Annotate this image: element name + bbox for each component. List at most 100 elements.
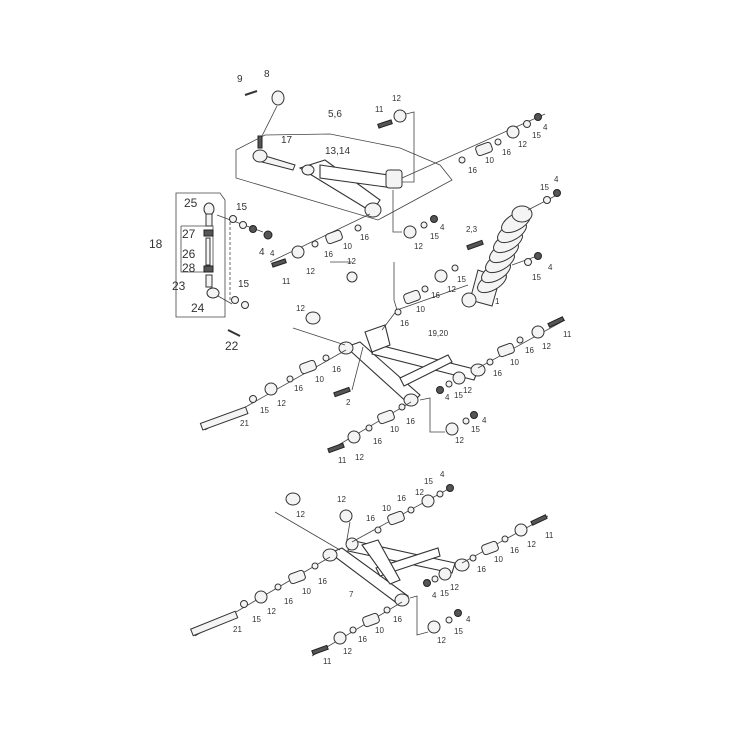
middle-arm-rear-bushing bbox=[403, 393, 419, 407]
label-4: 4 bbox=[554, 175, 559, 184]
nut bbox=[436, 386, 444, 394]
label-4: 4 bbox=[270, 249, 275, 258]
upper-top-bushing bbox=[393, 109, 407, 123]
upper-arm-rear-bushing bbox=[385, 169, 403, 189]
washer bbox=[241, 301, 249, 309]
bushing bbox=[434, 269, 448, 283]
label-10: 10 bbox=[375, 626, 384, 635]
label-16: 16 bbox=[431, 291, 440, 300]
bushing bbox=[333, 631, 347, 645]
bushing bbox=[445, 422, 459, 436]
label-4: 4 bbox=[482, 416, 487, 425]
nut bbox=[446, 484, 454, 492]
label-10: 10 bbox=[485, 156, 494, 165]
spacer bbox=[387, 510, 405, 526]
label-13-14: 13,14 bbox=[325, 146, 350, 157]
nut bbox=[470, 411, 478, 419]
washer bbox=[365, 424, 373, 432]
upper-arm-ball-mount bbox=[301, 164, 315, 176]
label-11: 11 bbox=[338, 456, 347, 465]
tie-rod-end-shaft bbox=[205, 213, 213, 227]
label-15: 15 bbox=[457, 275, 466, 284]
washer bbox=[524, 258, 532, 266]
spacer bbox=[325, 229, 343, 245]
tie-rod-end-bottom bbox=[206, 287, 220, 299]
shock-group: 1 2,3 15 4 15 4 bbox=[461, 175, 561, 308]
tie-rod-shaft bbox=[205, 237, 211, 266]
label-16: 16 bbox=[358, 635, 367, 644]
label-12: 12 bbox=[437, 636, 446, 645]
spacer bbox=[475, 141, 493, 157]
label-16: 16 bbox=[397, 494, 406, 503]
bushing bbox=[264, 382, 278, 396]
washer bbox=[543, 196, 551, 204]
lower-arm-rail-1 bbox=[328, 547, 409, 605]
label-16: 16 bbox=[360, 233, 369, 242]
jam-nut-bottom bbox=[203, 265, 214, 273]
label-25: 25 bbox=[184, 196, 198, 210]
spacer bbox=[497, 342, 515, 358]
label-16: 16 bbox=[477, 565, 486, 574]
label-12: 12 bbox=[463, 386, 472, 395]
washer bbox=[322, 354, 330, 362]
nut bbox=[430, 215, 438, 223]
nut bbox=[534, 252, 542, 260]
washer bbox=[398, 403, 406, 411]
label-16: 16 bbox=[294, 384, 303, 393]
label-27: 27 bbox=[182, 227, 196, 241]
label-23: 23 bbox=[172, 279, 186, 293]
washer bbox=[486, 358, 494, 366]
label-16: 16 bbox=[366, 514, 375, 523]
label-8: 8 bbox=[264, 69, 270, 80]
loose-bushing bbox=[305, 311, 321, 325]
lower-arm-outer-bushing bbox=[454, 558, 470, 572]
label-4: 4 bbox=[440, 470, 445, 479]
label-2-3: 2,3 bbox=[466, 225, 478, 234]
spacer bbox=[403, 289, 421, 305]
label-16: 16 bbox=[510, 546, 519, 555]
bolt bbox=[327, 442, 345, 454]
washer bbox=[274, 583, 282, 591]
shock-spring bbox=[477, 205, 533, 294]
middle-arm-rail-1 bbox=[344, 341, 421, 406]
label-16: 16 bbox=[400, 319, 409, 328]
label-16: 16 bbox=[318, 577, 327, 586]
label-22: 22 bbox=[225, 339, 239, 353]
castle-nut bbox=[271, 90, 285, 106]
label-12: 12 bbox=[415, 488, 424, 497]
bolt bbox=[333, 386, 351, 398]
label-15: 15 bbox=[238, 279, 250, 290]
label-15: 15 bbox=[440, 589, 449, 598]
label-15: 15 bbox=[532, 273, 541, 282]
label-28: 28 bbox=[182, 261, 196, 275]
bushing bbox=[427, 620, 441, 634]
washer bbox=[501, 535, 509, 543]
washer bbox=[436, 490, 444, 498]
nut bbox=[553, 189, 561, 197]
bushing bbox=[347, 430, 361, 444]
label-11: 11 bbox=[545, 531, 554, 540]
label-11: 11 bbox=[563, 330, 572, 339]
label-5-6: 5,6 bbox=[328, 109, 342, 120]
label-16: 16 bbox=[502, 148, 511, 157]
washer bbox=[469, 554, 477, 562]
label-12: 12 bbox=[450, 583, 459, 592]
label-16: 16 bbox=[373, 437, 382, 446]
label-12: 12 bbox=[414, 242, 423, 251]
label-21: 21 bbox=[240, 419, 249, 428]
label-19-20: 19,20 bbox=[428, 329, 449, 338]
axle bbox=[199, 406, 249, 431]
middle-arm-crossbar bbox=[399, 354, 453, 387]
middle-arm-outer-bushing bbox=[470, 363, 486, 377]
bolt bbox=[530, 514, 548, 526]
label-11: 11 bbox=[282, 277, 291, 286]
tie-rod-nut bbox=[263, 230, 273, 240]
label-16: 16 bbox=[324, 250, 333, 259]
label-2: 2 bbox=[346, 398, 351, 407]
label-12: 12 bbox=[296, 304, 305, 313]
washer bbox=[231, 296, 239, 304]
label-15: 15 bbox=[532, 131, 541, 140]
label-12: 12 bbox=[267, 607, 276, 616]
label-10: 10 bbox=[343, 242, 352, 251]
